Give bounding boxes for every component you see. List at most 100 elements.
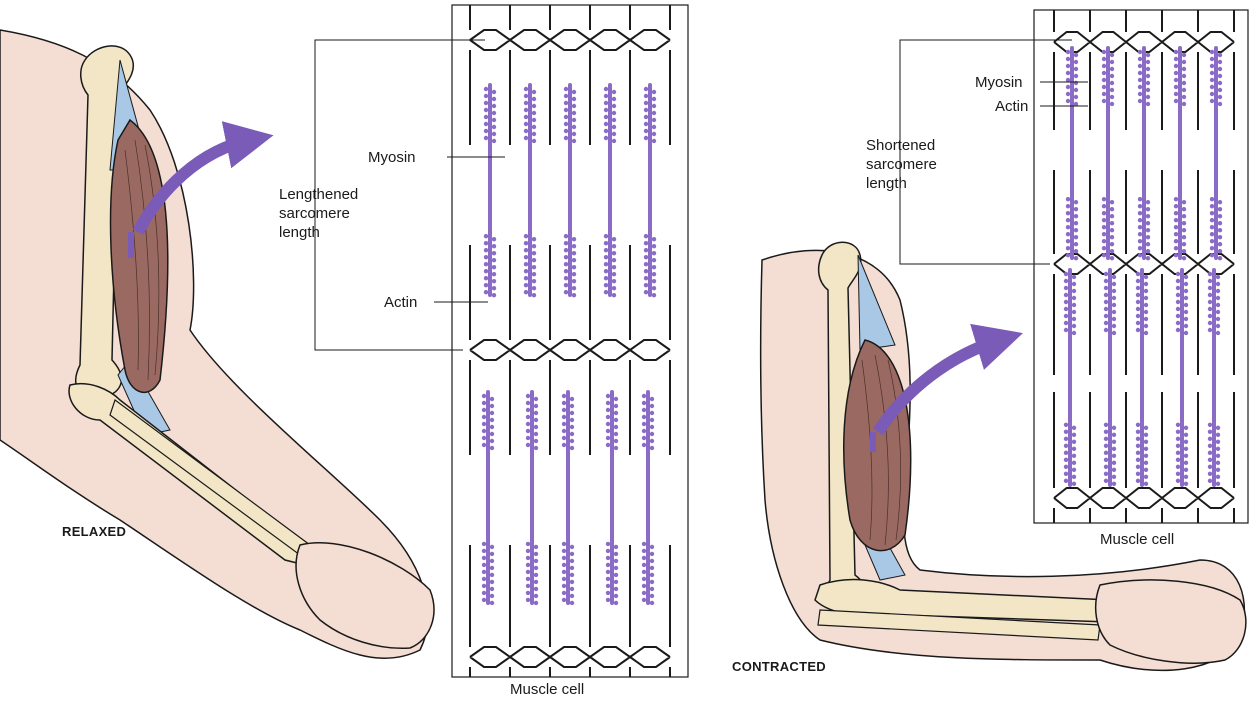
contracted-myosin-filament-head (1208, 328, 1212, 332)
contracted-myosin-filament-head (1216, 447, 1220, 451)
contracted-myosin-filament-head (1110, 256, 1114, 260)
contracted-myosin-filament-head (1064, 307, 1068, 311)
relaxed-myosin-filament-head (484, 108, 488, 112)
relaxed-myosin-filament-head (492, 237, 496, 241)
contracted-myosin-filament-head (1072, 454, 1076, 458)
relaxed-myosin-filament-head (612, 265, 616, 269)
relaxed-myosin-filament-head (604, 255, 608, 259)
contracted-myosin-filament-head (1218, 102, 1222, 106)
relaxed-myosin-filament-head (534, 580, 538, 584)
relaxed-myosin-filament-head (484, 234, 488, 238)
contracted-myosin-filament-head (1208, 423, 1212, 427)
contracted-myosin-filament-head (1144, 447, 1148, 451)
contracted-myosin-filament-head (1110, 200, 1114, 204)
contracted-myosin-filament-head (1146, 74, 1150, 78)
relaxed-myosin-filament-head (604, 122, 608, 126)
contracted-myosin-filament-head (1074, 95, 1078, 99)
contracted-myosin-filament-head (1208, 279, 1212, 283)
relaxed-myosin-filament-head (644, 129, 648, 133)
relaxed-myosin-filament-head (482, 549, 486, 553)
relaxed-myosin-filament-head (524, 290, 528, 294)
relaxed-myosin-filament-head (526, 591, 530, 595)
contracted-myosin-filament-head (1210, 99, 1214, 103)
relaxed-cell-label: Muscle cell (510, 680, 584, 699)
contracted-myosin-filament-head (1102, 204, 1106, 208)
relaxed-myosin-filament-head (524, 241, 528, 245)
contracted-myosin-filament-head (1218, 207, 1222, 211)
contracted-myosin-filament-head (1216, 296, 1220, 300)
relaxed-myosin-filament-head (606, 422, 610, 426)
relaxed-myosin-filament-head (492, 104, 496, 108)
relaxed-myosin-filament-head (526, 408, 530, 412)
relaxed-myosin-filament-head (652, 118, 656, 122)
relaxed-arm (0, 30, 434, 658)
contracted-myosin-filament-head (1072, 275, 1076, 279)
contracted-myosin-filament-head (1066, 197, 1070, 201)
contracted-myosin-filament-head (1144, 282, 1148, 286)
relaxed-myosin-filament-head (492, 97, 496, 101)
contracted-myosin-filament-head (1184, 282, 1188, 286)
relaxed-sarcomere-line-3: length (279, 223, 358, 242)
relaxed-myosin-filament-head (642, 408, 646, 412)
relaxed-myosin-filament-head (562, 436, 566, 440)
contracted-myosin-filament-head (1144, 454, 1148, 458)
contracted-myosin-filament-head (1144, 275, 1148, 279)
contracted-myosin-filament-head (1072, 317, 1076, 321)
relaxed-myosin-filament-head (614, 418, 618, 422)
relaxed-myosin-filament-head (612, 293, 616, 297)
relaxed-myosin-filament-head (562, 549, 566, 553)
relaxed-myosin-filament-head (532, 139, 536, 143)
relaxed-myosin-filament-head (606, 570, 610, 574)
relaxed-myosin-filament-head (534, 446, 538, 450)
contracted-myosin-filament-head (1210, 253, 1214, 257)
relaxed-myosin-filament-head (570, 580, 574, 584)
contracted-myosin-filament-head (1074, 60, 1078, 64)
contracted-myosin-filament-head (1216, 275, 1220, 279)
relaxed-z-line (470, 340, 670, 360)
contracted-myosin-filament-head (1102, 239, 1106, 243)
relaxed-myosin-filament-head (612, 286, 616, 290)
relaxed-myosin-filament-head (564, 255, 568, 259)
relaxed-myosin-filament-head (642, 436, 646, 440)
relaxed-myosin-filament-head (652, 237, 656, 241)
contracted-myosin-filament-head (1066, 99, 1070, 103)
contracted-myosin-filament-head (1074, 228, 1078, 232)
relaxed-myosin-filament-head (526, 584, 530, 588)
relaxed-myosin-filament-head (572, 293, 576, 297)
contracted-myosin-filament-head (1176, 479, 1180, 483)
contracted-myosin-filament-head (1112, 303, 1116, 307)
relaxed-myosin-filament-head (534, 418, 538, 422)
relaxed-myosin-filament-head (570, 439, 574, 443)
contracted-myosin-filament-head (1184, 331, 1188, 335)
relaxed-myosin-filament-head (642, 598, 646, 602)
contracted-myosin-filament-head (1174, 57, 1178, 61)
relaxed-myosin-filament-head (614, 601, 618, 605)
contracted-myosin-filament-head (1102, 253, 1106, 257)
relaxed-myosin-filament-head (604, 262, 608, 266)
contracted-myosin-filament-head (1074, 256, 1078, 260)
relaxed-myosin-filament-head (644, 290, 648, 294)
contracted-myosin-filament-head (1064, 423, 1068, 427)
relaxed-myosin-filament-head (534, 601, 538, 605)
relaxed-myosin-filament-head (644, 101, 648, 105)
contracted-myosin-filament-head (1182, 256, 1186, 260)
contracted-myosin-filament-head (1184, 324, 1188, 328)
contracted-myosin-filament-head (1104, 300, 1108, 304)
contracted-myosin-filament-head (1210, 50, 1214, 54)
contracted-myosin-filament-head (1136, 279, 1140, 283)
contracted-myosin-filament-head (1210, 71, 1214, 75)
contracted-myosin-filament-head (1138, 218, 1142, 222)
contracted-myosin-filament-head (1210, 246, 1214, 250)
relaxed-myosin-filament-head (492, 265, 496, 269)
relaxed-myosin-filament-head (570, 545, 574, 549)
contracted-myosin-filament-head (1066, 253, 1070, 257)
contracted-myosin-filament-head (1182, 102, 1186, 106)
contracted-myosin-filament-head (1064, 272, 1068, 276)
contracted-myosin-filament-head (1102, 71, 1106, 75)
contracted-myosin-filament-head (1064, 314, 1068, 318)
contracted-myosin-filament-head (1174, 204, 1178, 208)
relaxed-myosin-filament-head (534, 559, 538, 563)
relaxed-myosin-filament-head (490, 425, 494, 429)
contracted-sarcomere-line-3: length (866, 174, 937, 193)
relaxed-myosin-filament-head (534, 425, 538, 429)
